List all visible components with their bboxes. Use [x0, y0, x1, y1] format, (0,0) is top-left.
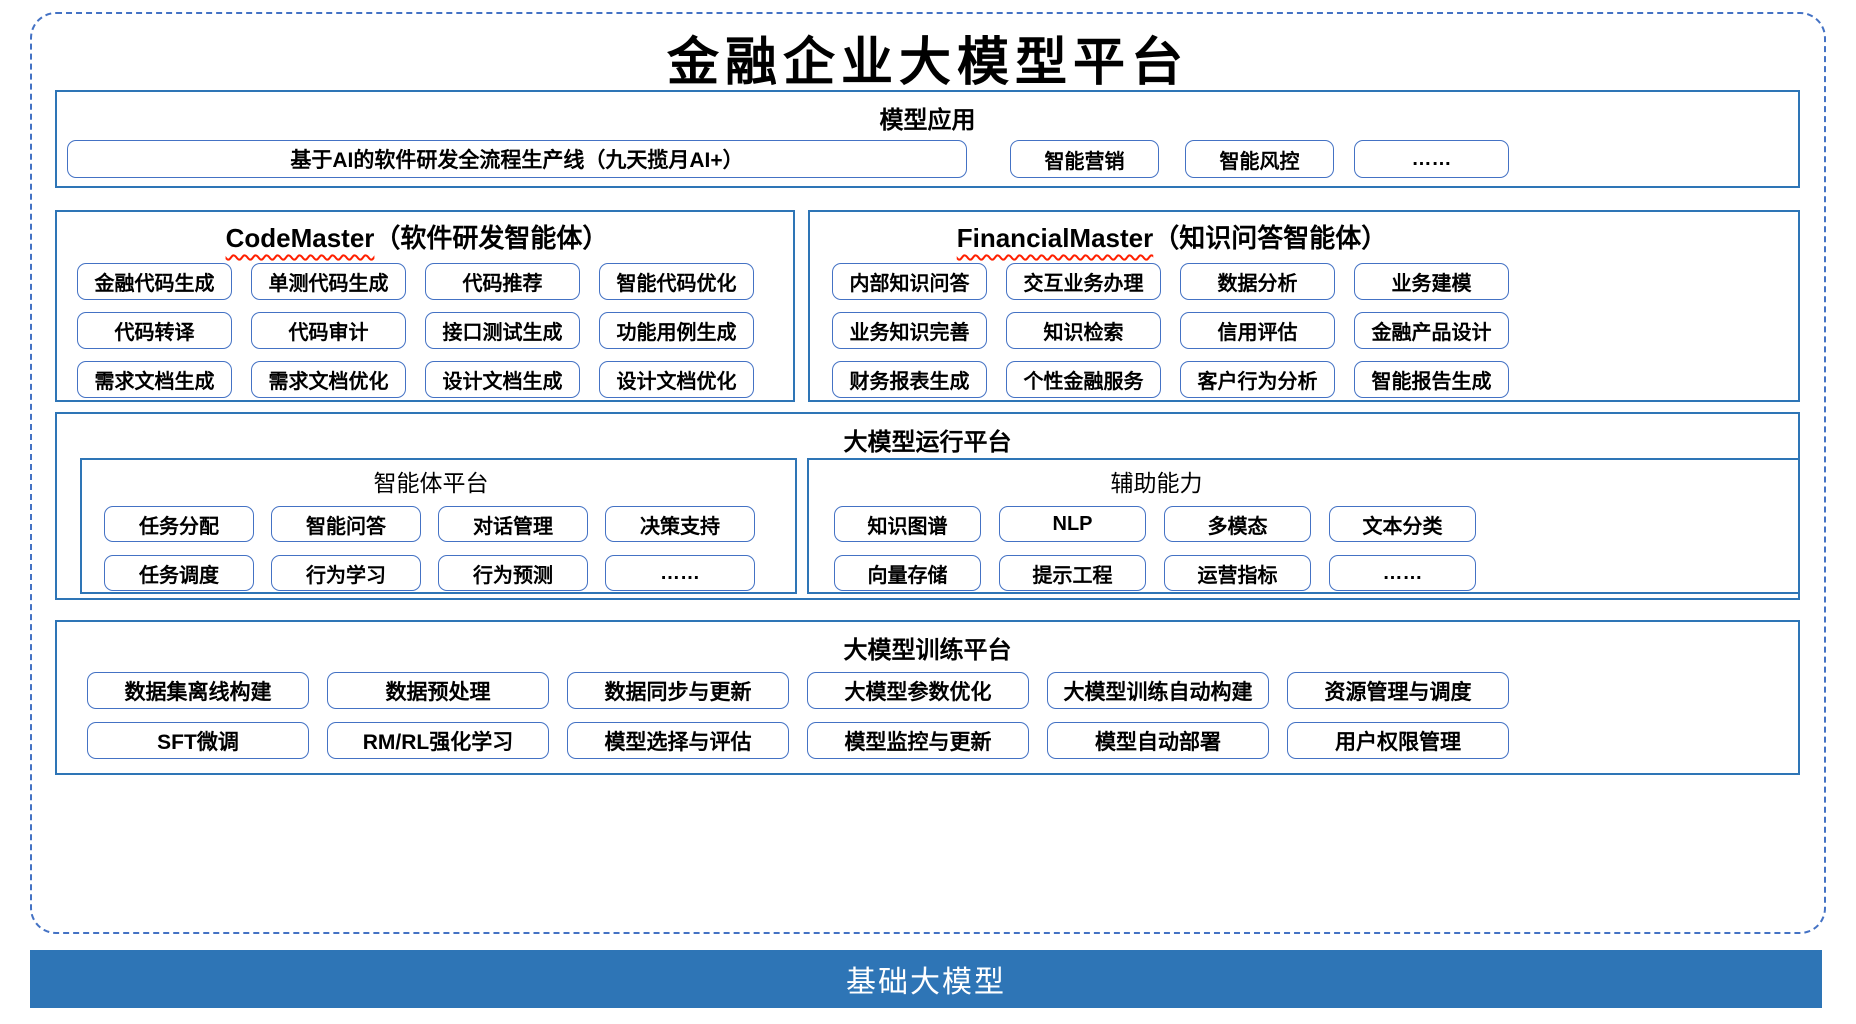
auxiliary-capability-box: 辅助能力 知识图谱 NLP 多模态 文本分类 向量存储 提示工程 运营指标 …… — [807, 458, 1800, 594]
agent-platform-item: 行为预测 — [438, 555, 588, 591]
auxiliary-item: 向量存储 — [834, 555, 981, 591]
codemaster-name: CodeMaster — [225, 223, 375, 253]
financialmaster-item: 交互业务办理 — [1006, 263, 1161, 300]
training-item: RM/RL强化学习 — [327, 722, 549, 759]
auxiliary-item: 文本分类 — [1329, 506, 1476, 542]
codemaster-item: 代码推荐 — [425, 263, 580, 300]
codemaster-subtitle: （软件研发智能体） — [374, 223, 609, 253]
agent-platform-title: 智能体平台 — [373, 470, 489, 496]
outer-dashed-border — [30, 12, 1826, 934]
foundation-model-label: 基础大模型 — [846, 966, 1006, 999]
training-item: 大模型训练自动构建 — [1047, 672, 1269, 709]
auxiliary-item: …… — [1329, 555, 1476, 591]
codemaster-item: 功能用例生成 — [599, 312, 754, 349]
agent-platform-box: 智能体平台 任务分配 智能问答 对话管理 决策支持 任务调度 行为学习 行为预测… — [80, 458, 797, 594]
codemaster-item: 金融代码生成 — [77, 263, 232, 300]
section-model-applications: 模型应用 基于AI的软件研发全流程生产线（九天揽月AI+） 智能营销 智能风控 … — [55, 90, 1800, 188]
training-item: 大模型参数优化 — [807, 672, 1029, 709]
financialmaster-item: 个性金融服务 — [1006, 361, 1161, 398]
codemaster-item: 代码转译 — [77, 312, 232, 349]
section-codemaster: CodeMaster（软件研发智能体） 金融代码生成 单测代码生成 代码推荐 智… — [55, 210, 795, 402]
training-item: SFT微调 — [87, 722, 309, 759]
section-training-platform: 大模型训练平台 数据集离线构建 数据预处理 数据同步与更新 大模型参数优化 大模… — [55, 620, 1800, 775]
auxiliary-item: 知识图谱 — [834, 506, 981, 542]
codemaster-grid: 金融代码生成 单测代码生成 代码推荐 智能代码优化 代码转译 代码审计 接口测试… — [77, 263, 757, 398]
auxiliary-item: 运营指标 — [1164, 555, 1311, 591]
financialmaster-item: 业务知识完善 — [832, 312, 987, 349]
financialmaster-item: 信用评估 — [1180, 312, 1335, 349]
financialmaster-item: 金融产品设计 — [1354, 312, 1509, 349]
codemaster-item: 智能代码优化 — [599, 263, 754, 300]
auxiliary-item: 提示工程 — [999, 555, 1146, 591]
training-item: 资源管理与调度 — [1287, 672, 1509, 709]
app-item-ai-pipeline: 基于AI的软件研发全流程生产线（九天揽月AI+） — [67, 140, 967, 178]
training-platform-header: 大模型训练平台 — [843, 637, 1012, 664]
financialmaster-item: 知识检索 — [1006, 312, 1161, 349]
agent-platform-item: 任务分配 — [104, 506, 254, 542]
app-item-smart-risk-control: 智能风控 — [1185, 140, 1334, 178]
codemaster-item: 代码审计 — [251, 312, 406, 349]
financialmaster-grid: 内部知识问答 交互业务办理 数据分析 业务建模 业务知识完善 知识检索 信用评估… — [832, 263, 1512, 398]
training-item: 数据同步与更新 — [567, 672, 789, 709]
training-item: 模型选择与评估 — [567, 722, 789, 759]
page-title: 金融企业大模型平台 — [666, 35, 1189, 92]
financialmaster-item: 内部知识问答 — [832, 263, 987, 300]
foundation-model-bar: 基础大模型 — [30, 950, 1822, 1008]
agent-platform-item: 决策支持 — [605, 506, 755, 542]
training-item: 模型监控与更新 — [807, 722, 1029, 759]
training-item: 用户权限管理 — [1287, 722, 1509, 759]
codemaster-item: 接口测试生成 — [425, 312, 580, 349]
agent-platform-item: 对话管理 — [438, 506, 588, 542]
codemaster-item: 需求文档优化 — [251, 361, 406, 398]
agent-platform-item: 行为学习 — [271, 555, 421, 591]
codemaster-inner: CodeMaster（软件研发智能体） 金融代码生成 单测代码生成 代码推荐 智… — [77, 218, 757, 398]
codemaster-title: CodeMaster（软件研发智能体） — [77, 218, 757, 255]
app-item-smart-marketing: 智能营销 — [1010, 140, 1159, 178]
codemaster-item: 设计文档生成 — [425, 361, 580, 398]
auxiliary-item: 多模态 — [1164, 506, 1311, 542]
training-item: 数据集离线构建 — [87, 672, 309, 709]
agent-platform-grid: 任务分配 智能问答 对话管理 决策支持 任务调度 行为学习 行为预测 …… — [104, 506, 758, 591]
app-item-ellipsis: …… — [1354, 140, 1509, 178]
financialmaster-name: FinancialMaster — [956, 223, 1154, 253]
financialmaster-inner: FinancialMaster（知识问答智能体） 内部知识问答 交互业务办理 数… — [832, 218, 1512, 398]
financialmaster-item: 智能报告生成 — [1354, 361, 1509, 398]
codemaster-item: 需求文档生成 — [77, 361, 232, 398]
agent-platform-item: 智能问答 — [271, 506, 421, 542]
section-runtime-platform: 大模型运行平台 智能体平台 任务分配 智能问答 对话管理 决策支持 任务调度 行… — [55, 412, 1800, 600]
financialmaster-item: 业务建模 — [1354, 263, 1509, 300]
auxiliary-item: NLP — [999, 506, 1146, 542]
model-applications-row: 基于AI的软件研发全流程生产线（九天揽月AI+） 智能营销 智能风控 …… — [67, 140, 1509, 178]
codemaster-item: 设计文档优化 — [599, 361, 754, 398]
training-item: 数据预处理 — [327, 672, 549, 709]
auxiliary-capability-title: 辅助能力 — [1110, 470, 1203, 496]
runtime-platform-header: 大模型运行平台 — [843, 429, 1012, 456]
auxiliary-capability-grid: 知识图谱 NLP 多模态 文本分类 向量存储 提示工程 运营指标 …… — [834, 506, 1479, 591]
financialmaster-item: 财务报表生成 — [832, 361, 987, 398]
agent-platform-item: …… — [605, 555, 755, 591]
section-financialmaster: FinancialMaster（知识问答智能体） 内部知识问答 交互业务办理 数… — [808, 210, 1800, 402]
codemaster-item: 单测代码生成 — [251, 263, 406, 300]
section-model-applications-header: 模型应用 — [879, 107, 976, 134]
agent-platform-inner: 智能体平台 任务分配 智能问答 对话管理 决策支持 任务调度 行为学习 行为预测… — [104, 464, 758, 591]
financialmaster-item: 客户行为分析 — [1180, 361, 1335, 398]
financialmaster-title: FinancialMaster（知识问答智能体） — [832, 218, 1512, 255]
auxiliary-capability-inner: 辅助能力 知识图谱 NLP 多模态 文本分类 向量存储 提示工程 运营指标 …… — [834, 464, 1479, 591]
financialmaster-item: 数据分析 — [1180, 263, 1335, 300]
training-platform-grid: 数据集离线构建 数据预处理 数据同步与更新 大模型参数优化 大模型训练自动构建 … — [87, 672, 1513, 759]
training-item: 模型自动部署 — [1047, 722, 1269, 759]
financialmaster-subtitle: （知识问答智能体） — [1153, 223, 1388, 253]
agent-platform-item: 任务调度 — [104, 555, 254, 591]
